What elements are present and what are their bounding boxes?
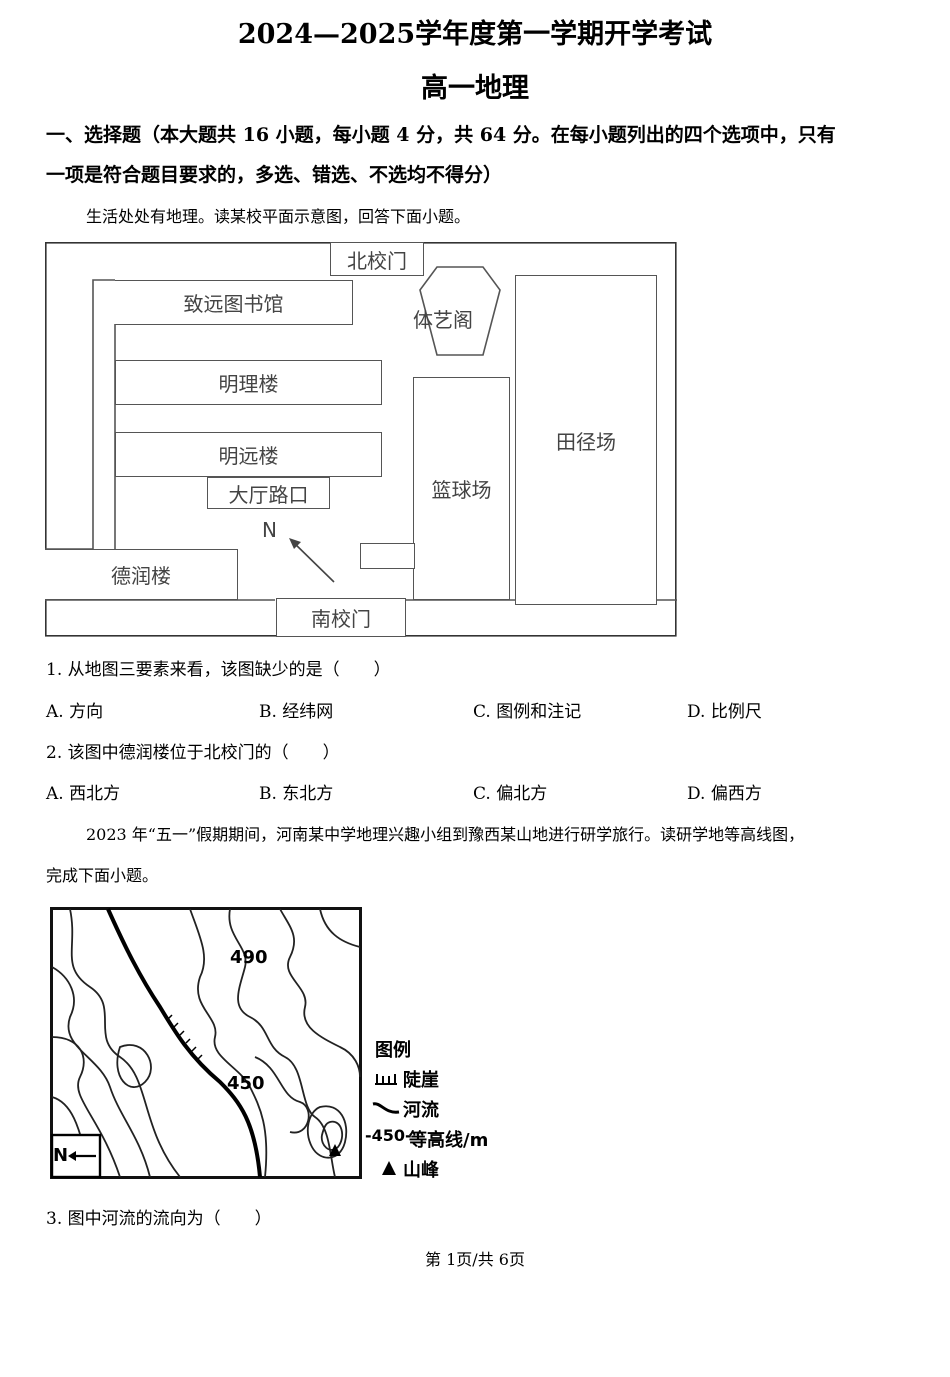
river-line xyxy=(106,908,262,1178)
contour-map-frame xyxy=(50,907,362,1179)
contour-map-lines xyxy=(50,907,362,1179)
north-arrow-head xyxy=(289,538,301,549)
art-pavilion-label: 体艺阁 xyxy=(413,308,473,332)
question-1-stem: 1. 从地图三要素来看，该图缺少的是（ ） xyxy=(46,660,391,680)
track-field: 田径场 xyxy=(515,275,657,605)
contour-lines xyxy=(51,908,361,1178)
north-arrow-letter: N xyxy=(262,518,277,542)
question-2-stem: 2. 该图中德润楼位于北校门的（ ） xyxy=(46,743,340,763)
south-gate: 南校门 xyxy=(276,598,406,637)
campus-map: 北校门 致远图书馆 体艺阁 田径场 明理楼 明远楼 大厅路口 篮球场 N 德润楼… xyxy=(45,242,677,637)
peak-icon xyxy=(382,1161,396,1175)
question-1-option-a: A. 方向 xyxy=(46,702,104,722)
north-indicator-letter: N xyxy=(53,1145,69,1166)
question-2-option-a: A. 西北方 xyxy=(46,784,121,804)
west-road xyxy=(45,279,115,550)
peak-mark xyxy=(329,1144,341,1156)
river-icon xyxy=(372,1102,400,1114)
north-indicator-head xyxy=(68,1151,76,1161)
north-gate: 北校门 xyxy=(330,242,424,276)
derun-building: 德润楼 xyxy=(45,549,238,600)
library: 致远图书馆 xyxy=(115,280,353,325)
page-footer: 第 1页/共 6页 xyxy=(425,1250,525,1269)
exam-subject: 高一地理 xyxy=(421,73,529,104)
contour-label-490: 490 xyxy=(230,947,268,968)
question-2-option-d: D. 偏西方 xyxy=(687,784,762,804)
intro-contour-line2: 完成下面小题。 xyxy=(46,866,159,885)
art-pavilion-shape xyxy=(419,266,501,356)
legend-cliff: 陡崖 xyxy=(403,1070,439,1091)
section-heading-line2: 一项是符合题目要求的，多选、错选、不选均不得分） xyxy=(46,164,503,186)
mingli-building: 明理楼 xyxy=(115,360,382,405)
mingyuan-building: 明远楼 xyxy=(115,432,382,477)
cliff-ticks xyxy=(167,1014,203,1060)
question-3-stem: 3. 图中河流的流向为（ ） xyxy=(46,1209,272,1229)
small-building xyxy=(360,543,415,569)
question-2-option-c: C. 偏北方 xyxy=(473,784,548,804)
question-1-option-c: C. 图例和注记 xyxy=(473,702,582,722)
exam-title: 2024—2025学年度第一学期开学考试 xyxy=(237,19,713,50)
question-1-option-b: B. 经纬网 xyxy=(259,702,334,722)
legend-title: 图例 xyxy=(375,1040,411,1061)
contour-map: 490 450 N xyxy=(50,907,362,1179)
question-1-option-d: D. 比例尺 xyxy=(687,702,762,722)
basketball-court: 篮球场 xyxy=(413,377,510,600)
north-arrow-line xyxy=(290,539,335,583)
intro-contour-line1: 2023 年“五一”假期期间，河南某中学地理兴趣小组到豫西某山地进行研学旅行。读… xyxy=(86,825,805,844)
legend-peak: 山峰 xyxy=(403,1160,439,1181)
cliff-icon xyxy=(375,1074,397,1085)
legend-contour-sample: -450- xyxy=(365,1126,412,1145)
legend-contour: 等高线/m xyxy=(409,1130,489,1151)
intro-campus: 生活处处有地理。读某校平面示意图，回答下面小题。 xyxy=(86,207,471,226)
contour-legend: 图例 陡崖 河流 -450- 等高线/m 山峰 xyxy=(365,1032,495,1182)
contour-label-450: 450 xyxy=(227,1073,265,1094)
lobby-crossing: 大厅路口 xyxy=(207,477,330,509)
question-2-option-b: B. 东北方 xyxy=(259,784,334,804)
legend-river: 河流 xyxy=(403,1100,439,1121)
section-heading-line1: 一、选择题（本大题共 16 小题，每小题 4 分，共 64 分。在每小题列出的四… xyxy=(46,124,836,146)
